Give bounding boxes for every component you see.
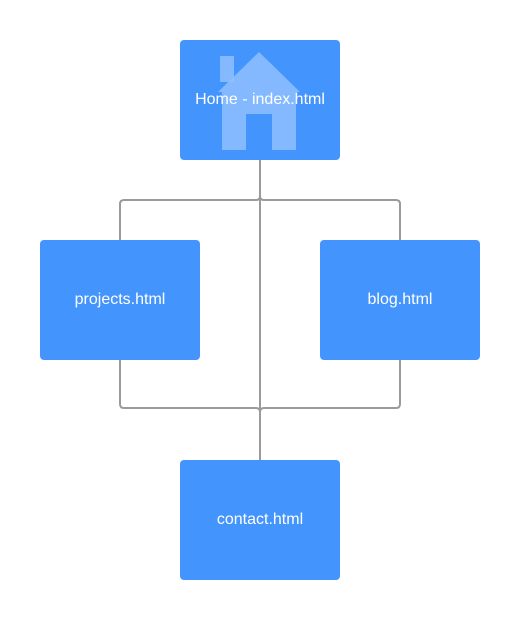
node-contact-label: contact.html [216,511,304,528]
connector-blog-contact [264,360,401,409]
node-home-label: Home - index.html [195,91,325,108]
node-projects[interactable]: projects.html [40,240,200,360]
connector-home-junction [255,195,265,201]
connector-contact-junction [255,407,265,413]
node-contact[interactable]: contact.html [180,460,340,580]
home-icon [218,52,300,150]
node-blog[interactable]: blog.html [320,240,480,360]
connector-projects-contact [119,360,256,409]
connector-home-blog [264,199,401,240]
node-home-index[interactable]: Home - index.html [180,40,340,160]
node-projects-label: projects.html [74,291,166,308]
node-blog-label: blog.html [367,291,433,308]
connector-home-projects [119,199,256,240]
